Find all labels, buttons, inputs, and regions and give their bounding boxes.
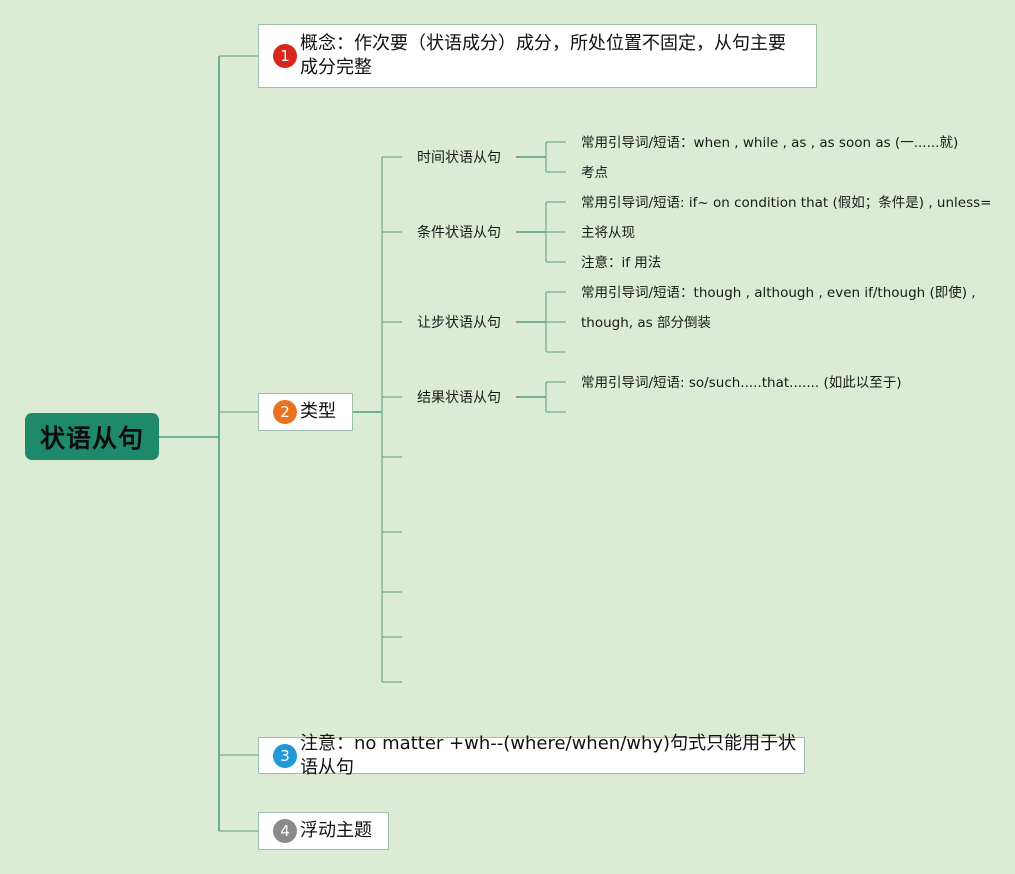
- topic-note[interactable]: 3 注意：no matter +wh--(where/when/why)句式只能…: [258, 733, 805, 778]
- number-3-badge-icon: 3: [273, 743, 297, 768]
- topic-floating[interactable]: 4 浮动主题: [258, 812, 389, 850]
- topic-floating-text: 浮动主题: [300, 820, 372, 841]
- root-topic-label: 状语从句: [39, 423, 144, 453]
- subtopic-time-clause[interactable]: 时间状语从句: [417, 150, 501, 166]
- leaf-concession-inversion[interactable]: though, as 部分倒装: [581, 315, 711, 331]
- root-topic-adverbial-clause[interactable]: 状语从句: [25, 413, 159, 460]
- leaf-result-conjunctions[interactable]: 常用引导词/短语: so/such.....that....... (如此以至于…: [581, 375, 902, 391]
- topic-types[interactable]: 2 类型: [258, 393, 353, 431]
- topic-concept-text: 概念：作次要（状语成分）成分，所处位置不固定，从句主要 成分完整: [300, 32, 786, 80]
- topic-concept-line-2: 成分完整: [300, 57, 372, 78]
- leaf-condition-tense-rule[interactable]: 主将从现: [581, 225, 635, 241]
- leaf-condition-if-usage[interactable]: 注意：if 用法: [581, 255, 662, 271]
- leaf-condition-conjunctions[interactable]: 常用引导词/短语: if~ on condition that (假如；条件是)…: [581, 195, 992, 211]
- topic-concept[interactable]: 1 概念：作次要（状语成分）成分，所处位置不固定，从句主要 成分完整: [258, 24, 817, 88]
- subtopic-result-clause[interactable]: 结果状语从句: [417, 390, 501, 406]
- leaf-concession-conjunctions[interactable]: 常用引导词/短语：though , although , even if/tho…: [581, 285, 976, 301]
- number-4-badge-icon: 4: [273, 819, 297, 843]
- topic-note-text: 注意：no matter +wh--(where/when/why)句式只能用于…: [300, 732, 797, 778]
- leaf-time-conjunctions[interactable]: 常用引导词/短语：when , while , as , as soon as …: [581, 135, 959, 151]
- subtopic-concession-clause[interactable]: 让步状语从句: [417, 315, 501, 331]
- subtopic-condition-clause[interactable]: 条件状语从句: [417, 225, 501, 241]
- topic-concept-line-1: 概念：作次要（状语成分）成分，所处位置不固定，从句主要: [300, 33, 786, 54]
- number-2-badge-icon: 2: [273, 400, 297, 424]
- leaf-time-exam-points[interactable]: 考点: [581, 165, 608, 181]
- number-1-badge-icon: 1: [273, 44, 297, 68]
- topic-types-text: 类型: [300, 401, 336, 422]
